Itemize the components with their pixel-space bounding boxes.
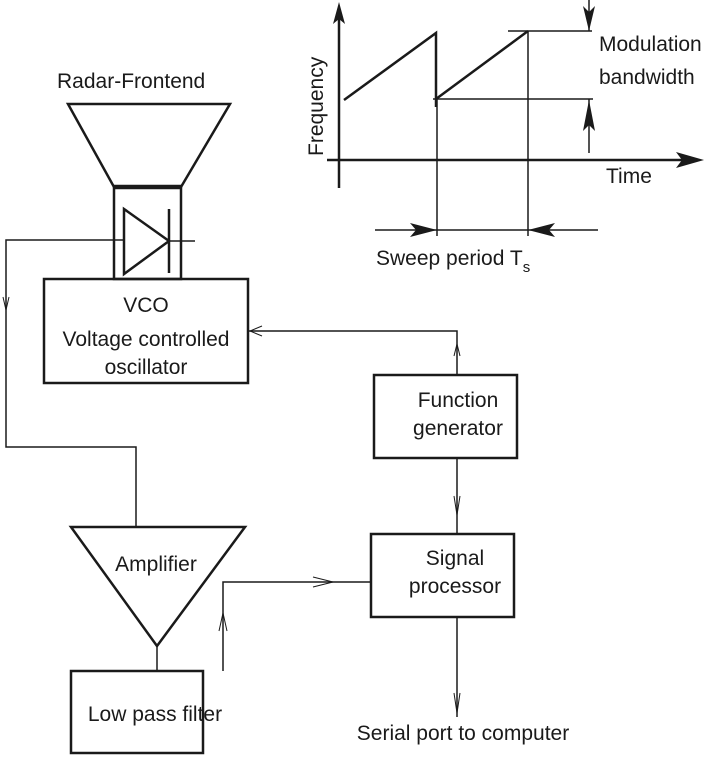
time-axis-arrow-icon — [676, 152, 704, 168]
amplifier-block[interactable]: Amplifier — [68, 525, 248, 649]
time-axis-label: Time — [606, 165, 652, 188]
vco-input-arrow-icon — [248, 325, 263, 337]
sweep-ramp-1 — [343, 30, 438, 107]
function-generator-label-2: generator — [413, 417, 503, 440]
function-generator-to-vco-wire — [248, 330, 458, 375]
function-generator-box[interactable] — [372, 373, 519, 460]
diode-icon — [122, 206, 172, 277]
sweep-period-arrow-right-icon — [410, 223, 437, 237]
sweep-period-arrow-left-icon — [528, 223, 555, 237]
amplifier-label: Amplifier — [115, 553, 197, 576]
vco-subtitle-1: Voltage controlled — [63, 328, 230, 351]
serial-out-arrow-icon — [453, 692, 461, 714]
low-pass-filter-box[interactable] — [69, 669, 205, 755]
vco-block[interactable]: VCO Voltage controlled oscillator — [42, 277, 250, 385]
mixer-to-amplifier-wire — [5, 239, 137, 527]
low-pass-filter-label: Low pass filter — [88, 703, 222, 726]
fg-up-arrow-icon — [453, 343, 461, 357]
low-pass-filter-block[interactable]: Low pass filter — [69, 669, 222, 755]
bandwidth-arrow-down-icon — [583, 6, 595, 31]
radar-frontend: Radar-Frontend — [57, 70, 233, 281]
function-generator-label-1: Function — [418, 389, 499, 412]
filter-to-processor-wire — [222, 581, 371, 671]
wire-arrow-down-icon — [2, 296, 10, 311]
vco-subtitle-2: oscillator — [105, 356, 188, 379]
signal-connections — [2, 239, 461, 717]
signal-processor-label-2: processor — [409, 575, 501, 598]
serial-port-label: Serial port to computer — [357, 722, 569, 745]
horn-antenna-icon — [65, 102, 233, 189]
fg-down-arrow-icon — [453, 495, 461, 516]
signal-processor-label-1: Signal — [426, 547, 484, 570]
vco-title: VCO — [123, 294, 169, 317]
function-generator-block[interactable]: Function generator — [372, 373, 519, 460]
sweep-waveform-graph: Frequency Time Modulation bandwidth Swee… — [305, 0, 704, 276]
signal-processor-block[interactable]: Signal processor — [369, 532, 516, 619]
signal-processor-box[interactable] — [369, 532, 516, 619]
frequency-axis-arrow-icon — [333, 2, 345, 24]
frequency-axis-label: Frequency — [305, 56, 328, 156]
bandwidth-arrow-up-icon — [583, 100, 595, 131]
filter-up-arrow-icon — [218, 612, 228, 632]
processor-input-arrow-icon — [312, 576, 334, 588]
modulation-bandwidth-label-1: Modulation — [599, 33, 702, 56]
amplifier-triangle[interactable] — [68, 525, 248, 649]
sweep-period-label: Sweep period Ts — [376, 247, 530, 276]
sweep-ramp-2 — [435, 29, 529, 101]
radar-frontend-label: Radar-Frontend — [57, 70, 205, 93]
modulation-bandwidth-label-2: bandwidth — [599, 66, 695, 89]
